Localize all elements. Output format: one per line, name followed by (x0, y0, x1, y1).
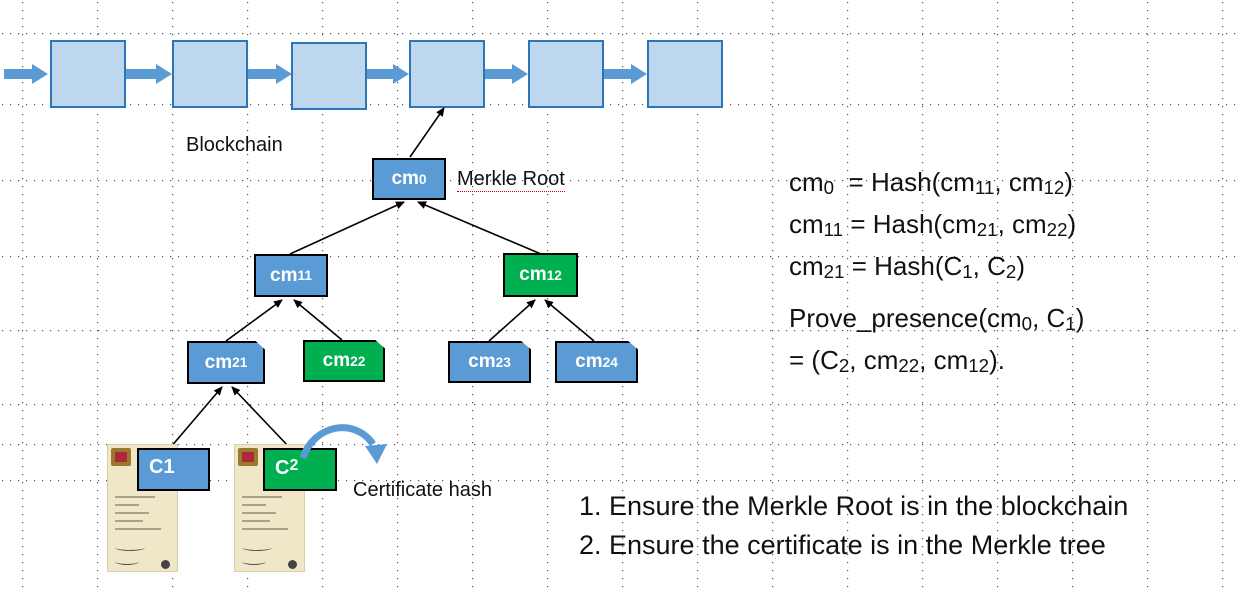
node-cm21-sub: 21 (232, 355, 248, 370)
node-cm24-sub: 24 (602, 354, 618, 370)
proof-line-1: Prove_presence(cm0, C1) (789, 303, 1085, 334)
block-5 (528, 40, 604, 108)
merkle-root-label: Merkle Root (457, 168, 565, 192)
node-cm11-sub: 11 (297, 268, 312, 283)
block-4 (409, 40, 485, 108)
leaf-c2-text: C (275, 457, 290, 479)
node-cm23-text: cm (468, 351, 496, 372)
edge-cm22-to-cm11 (293, 299, 343, 341)
node-cm12-text: cm (519, 264, 547, 285)
tree-edges (169, 107, 595, 449)
leaf-c1-text: C (149, 456, 164, 478)
node-cm11-text: cm (270, 264, 298, 286)
block-1 (50, 40, 126, 108)
verification-steps: 1. Ensure the Merkle Root is in the bloc… (579, 487, 1128, 565)
step-1: 1. Ensure the Merkle Root is in the bloc… (579, 491, 1129, 521)
leaf-c2-sub: 2 (289, 457, 299, 474)
edge-root-to-block (409, 107, 445, 158)
node-cm22-sub: 22 (350, 353, 366, 369)
blockchain-label: Blockchain (186, 134, 283, 156)
proof-of-presence: Prove_presence(cm0, C1) = (C2, cm22, cm1… (789, 300, 1084, 384)
block-3 (291, 42, 367, 110)
node-cm22-text: cm (322, 350, 351, 371)
edge-c2-to-cm21 (231, 386, 291, 449)
edge-cm21-to-cm11 (225, 299, 283, 342)
edge-cm23-to-cm12 (488, 299, 536, 342)
chain-arrow-1 (126, 64, 172, 84)
certificate-crest-icon (111, 448, 131, 466)
certificate-hash-label: Certificate hash (353, 479, 492, 501)
block-2 (172, 40, 248, 108)
edge-cm24-to-cm12 (544, 299, 595, 342)
node-cm12-sub: 12 (546, 267, 562, 283)
step-2: 2. Ensure the certificate is in the Merk… (579, 530, 1106, 560)
node-cm23-sub: 23 (495, 354, 511, 370)
chain-arrow-4 (485, 64, 528, 84)
block-6 (647, 40, 723, 108)
proof-line-2: = (C2, cm22, cm12). (789, 344, 1005, 376)
edge-c1-to-cm21 (169, 386, 223, 449)
equation-row: cm21 = Hash(C1, C2) (789, 250, 1025, 282)
node-cm21-text: cm (204, 351, 233, 373)
node-cm0-sub: 0 (418, 171, 427, 187)
certificate-crest-icon (238, 448, 258, 466)
equation-row: cm11 = Hash(cm21, cm22) (789, 208, 1077, 240)
edge-cm12-to-root (417, 201, 542, 255)
leaf-c1-sub: 1 (163, 456, 175, 478)
hash-equations: cm0 = Hash(cm11, cm12) cm11 = Hash(cm21,… (789, 164, 1076, 289)
chain-arrow-3 (366, 64, 409, 84)
curved-arrow-icon (299, 424, 387, 464)
chain-arrow-2 (247, 64, 292, 84)
blockchain-row (4, 40, 723, 110)
equation-row: cm0 = Hash(cm11, cm12) (789, 167, 1073, 198)
chain-arrow-5 (604, 64, 647, 84)
node-cm0-text: cm (391, 168, 419, 189)
node-cm24-text: cm (575, 351, 603, 372)
chain-arrow-0 (4, 64, 48, 84)
edge-cm11-to-root (289, 201, 405, 255)
